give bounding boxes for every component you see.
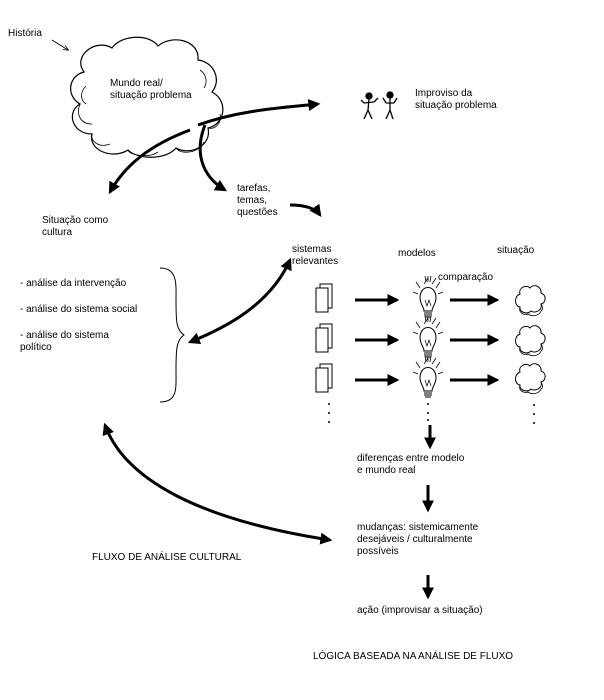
analise-politico-label: - análise do sistema político <box>20 330 109 353</box>
cloud-icon <box>70 36 224 158</box>
lightbulb-icon <box>412 275 444 398</box>
continuation-dots <box>328 403 535 424</box>
tarefas-label: tarefas, temas, questões <box>237 183 278 218</box>
analise-social-label: - análise do sistema social <box>20 304 138 315</box>
analysis-brace <box>159 267 185 403</box>
flow-arrows <box>102 99 500 600</box>
situacao-cultura-label: Situação como cultura <box>42 215 109 238</box>
situacao-label: situação <box>497 245 535 256</box>
improviso-label: Improviso da situação problema <box>415 88 497 111</box>
fluxo-cultural-label: FLUXO DE ANÁLISE CULTURAL <box>92 552 242 563</box>
sistemas-relevantes-label: sistemas relevantes <box>292 244 339 267</box>
historia-label: História <box>8 28 42 39</box>
diferencas-label: diferenças entre modelo e mundo real <box>357 453 465 476</box>
small-cloud-icon <box>515 285 546 395</box>
mudancas-label: mudanças: sistemicamente desejáveis / cu… <box>357 522 479 557</box>
acao-label: ação (improvisar a situação) <box>357 605 483 616</box>
stick-figures-icon <box>360 91 398 120</box>
mundo-real-label: Mundo real/ situação problema <box>110 78 192 101</box>
comparacao-label: comparação <box>438 272 494 283</box>
logica-fluxo-label: LÓGICA BASEADA NA ANÁLISE DE FLUXO <box>313 651 514 662</box>
analise-intervencao-label: - análise da intervenção <box>20 278 127 289</box>
modelos-label: modelos <box>398 248 436 259</box>
document-icon <box>315 283 333 393</box>
historia-arrow <box>51 39 68 50</box>
